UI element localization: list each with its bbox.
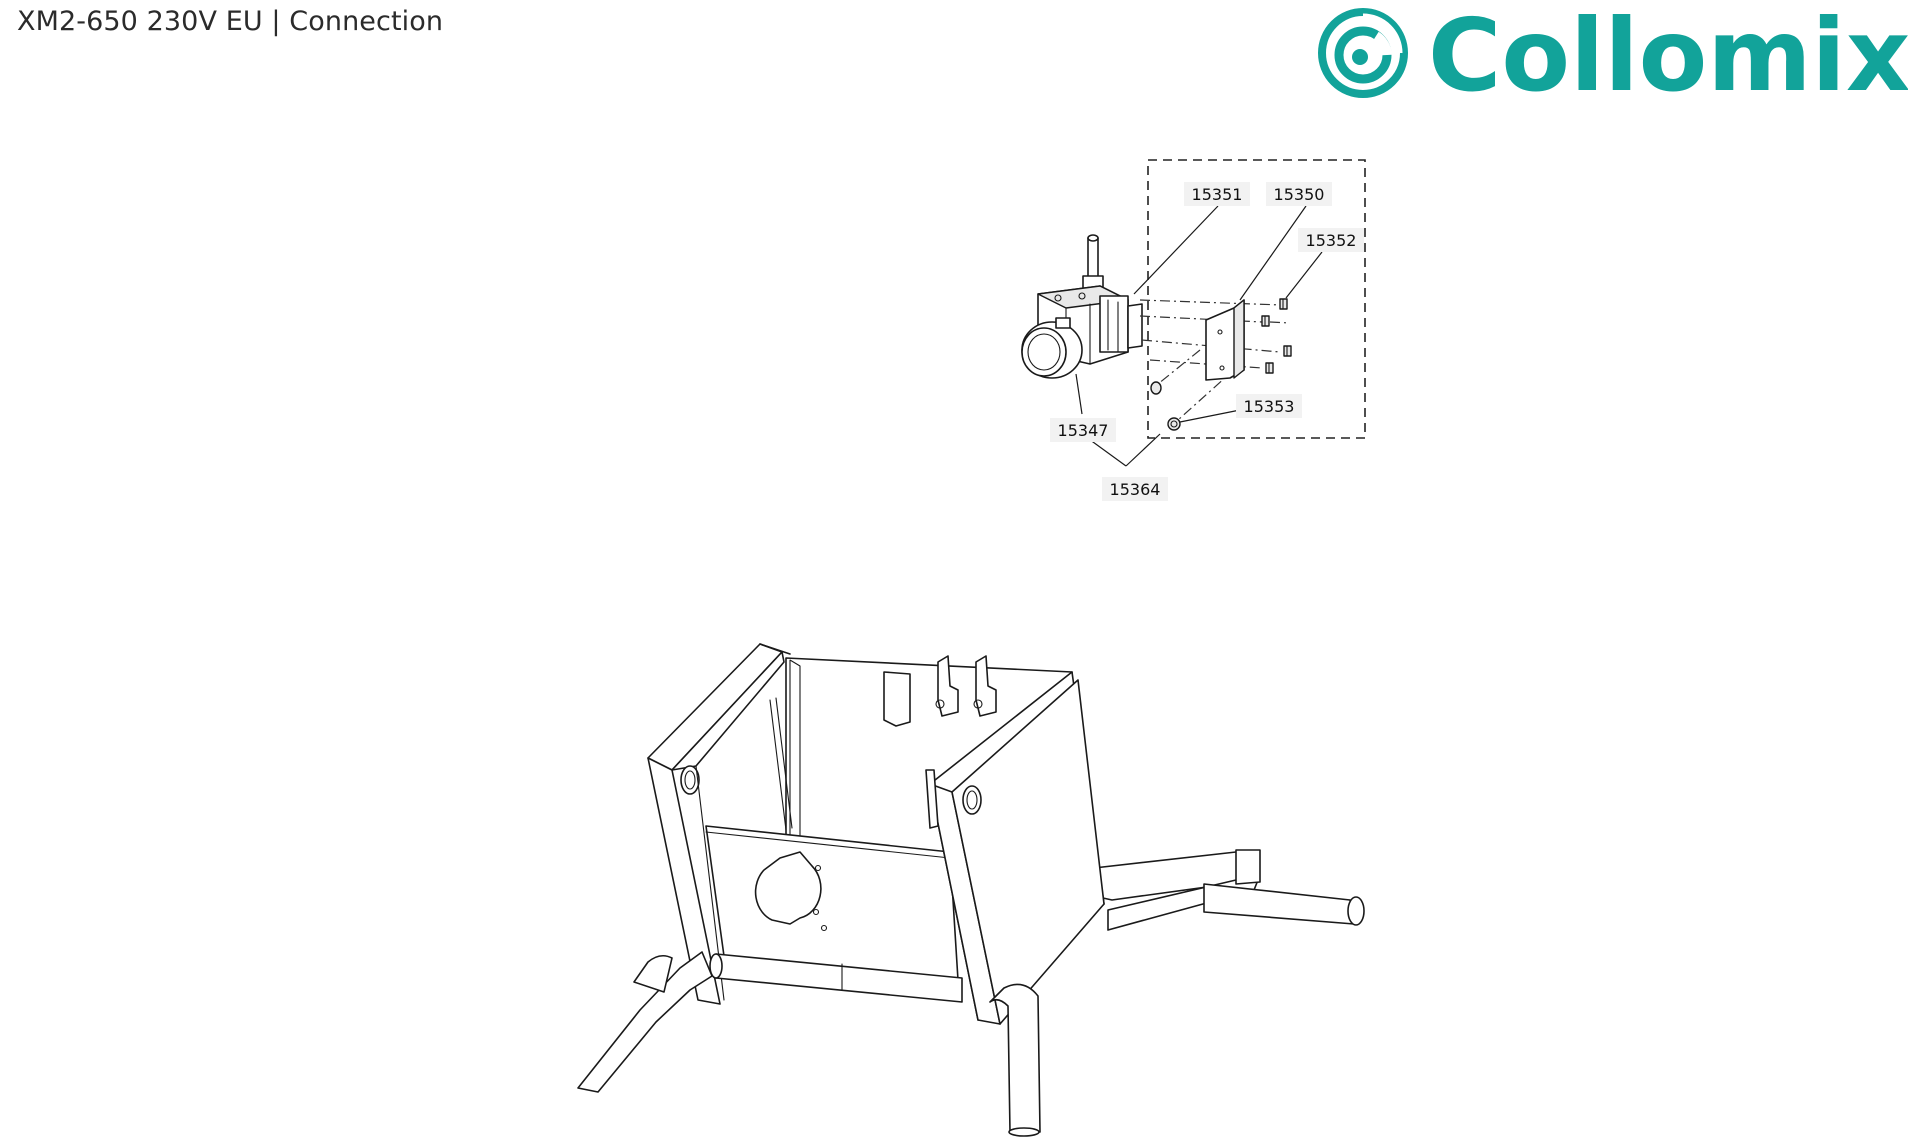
svg-text:15350: 15350 xyxy=(1274,185,1325,204)
callout-15352: 15352 xyxy=(1298,228,1364,252)
svg-text:15347: 15347 xyxy=(1058,421,1109,440)
page-title: XM2-650 230V EU | Connection xyxy=(17,6,444,37)
logo-wordmark: Collomix xyxy=(1428,8,1908,98)
mixer-frame xyxy=(577,643,1365,1137)
mounting-plate xyxy=(1205,299,1245,381)
collomix-logo: Collomix xyxy=(1318,8,1908,98)
connection-assembly: 15351 15350 15352 15353 15347 15364 xyxy=(1021,159,1366,501)
callout-15350: 15350 xyxy=(1266,182,1332,206)
assembly-group-box xyxy=(1147,159,1366,439)
callout-15353: 15353 xyxy=(1236,394,1302,418)
screw-1 xyxy=(1279,298,1288,310)
leader-lines xyxy=(1075,205,1323,467)
screws xyxy=(1261,298,1292,374)
front-plate xyxy=(705,825,959,981)
screw-4 xyxy=(1265,362,1274,374)
callout-15351: 15351 xyxy=(1184,182,1250,206)
nuts xyxy=(1150,381,1181,431)
rear-handle-tube xyxy=(1093,849,1365,931)
logo-swirl-icon xyxy=(1318,8,1408,98)
svg-text:15352: 15352 xyxy=(1306,231,1357,250)
svg-text:15351: 15351 xyxy=(1192,185,1243,204)
svg-text:15364: 15364 xyxy=(1110,480,1161,499)
lifting-hooks xyxy=(883,655,997,727)
right-pillar xyxy=(925,671,1105,1025)
left-leg xyxy=(577,951,713,1093)
svg-text:15353: 15353 xyxy=(1244,397,1295,416)
callout-15347: 15347 xyxy=(1050,418,1116,442)
cable-rod xyxy=(1082,234,1104,297)
screw-2 xyxy=(1261,315,1270,327)
screw-3 xyxy=(1283,345,1292,357)
callout-15364: 15364 xyxy=(1102,477,1168,501)
plug-socket xyxy=(1021,317,1083,379)
left-column xyxy=(647,643,791,1005)
right-leg xyxy=(989,983,1041,1137)
bottom-cross-tube xyxy=(709,953,963,1003)
